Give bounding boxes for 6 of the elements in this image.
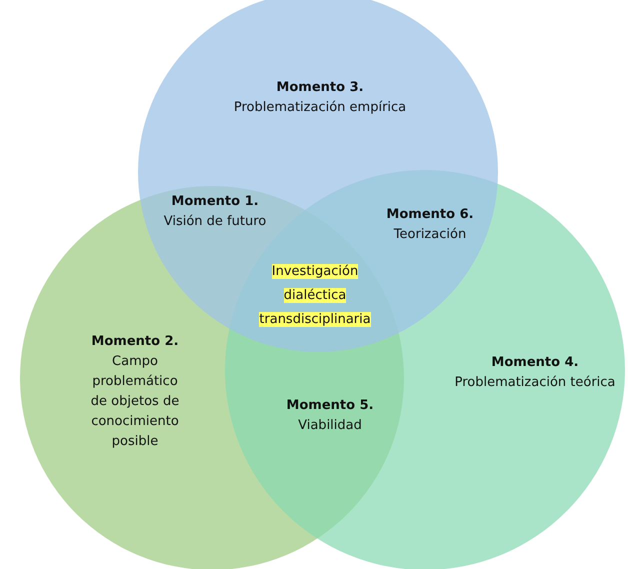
moment-label: Momento 4. Problematización teórica <box>454 354 616 392</box>
moment-label: Momento 6. Teorización <box>385 206 475 244</box>
moment-label: Momento 3. Problematización empírica <box>232 79 408 117</box>
moment-label: Momento 5. Viabilidad <box>285 397 375 435</box>
moment-label: Momento 1. Visión de futuro <box>162 193 268 231</box>
moment-label: Momento 2. Campo problemático de objetos de conocimiento posible <box>90 333 180 451</box>
